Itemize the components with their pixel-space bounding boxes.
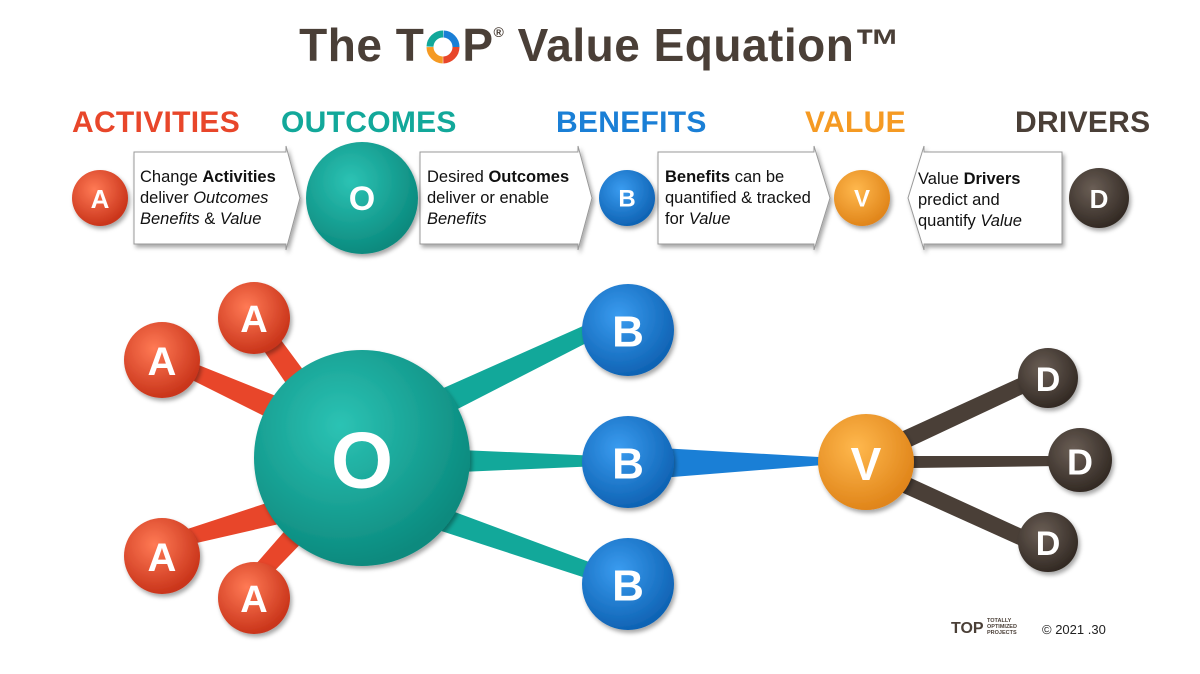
callout-activities-l1b: Activities: [202, 168, 276, 186]
benefit-node-3: B: [582, 538, 674, 630]
callout-activities-l3c: Value: [219, 210, 262, 228]
callout-benefits-l1b: can be: [730, 168, 785, 186]
top-benefit-circle: B: [599, 170, 655, 226]
callout-benefits: Benefits can be quantified & tracked for…: [665, 167, 811, 230]
benefit-node-1-letter: B: [612, 308, 644, 357]
activity-node-1-letter: A: [240, 299, 267, 341]
footer-sub2: OPTIMIZED: [987, 624, 1017, 630]
top-activity-letter: A: [91, 184, 110, 214]
driver-node-3-letter: D: [1036, 525, 1061, 563]
value-node-letter: V: [851, 438, 882, 490]
title-suffix: Value Equation™: [504, 19, 901, 71]
callout-drivers-l3a: quantify: [918, 212, 981, 230]
benefit-node-1: B: [582, 284, 674, 376]
category-outcomes: OUTCOMES: [281, 106, 457, 139]
arrow-drivers-callout: [907, 145, 1063, 251]
benefit-node-3-letter: B: [612, 562, 644, 611]
callout-activities: Change Activities deliver Outcomes Benef…: [140, 167, 276, 230]
footer-sub3: PROJECTS: [987, 630, 1017, 636]
arrow-outcomes-callout: [419, 145, 593, 251]
activity-node-1: A: [218, 282, 290, 354]
connector-v-d1: [892, 372, 1040, 450]
callout-activities-l3b: &: [199, 210, 220, 228]
driver-node-1-letter: D: [1036, 361, 1061, 399]
connector-v-d2: [912, 456, 1060, 468]
callout-drivers-l2: predict and: [918, 191, 1000, 209]
activity-node-4: A: [218, 562, 290, 634]
top-outcome-letter: O: [349, 180, 375, 218]
connector-b-v: [660, 448, 836, 478]
callout-benefits-l3a: for: [665, 210, 689, 228]
footer-logo: TOP: [951, 620, 984, 637]
callout-activities-l2b: Outcomes: [193, 189, 269, 207]
callout-activities-l3a: Benefits: [140, 210, 200, 228]
activity-node-3: A: [124, 518, 200, 594]
footer-sub1: TOTALLY: [987, 618, 1012, 624]
callout-activities-l2a: deliver: [140, 189, 194, 207]
callout-outcomes: Desired Outcomes deliver or enable Benef…: [427, 167, 569, 230]
top-driver-circle: D: [1069, 168, 1129, 228]
callout-benefits-l3b: Value: [688, 210, 731, 228]
category-value: VALUE: [805, 106, 906, 139]
category-benefits: BENEFITS: [556, 106, 707, 139]
callout-drivers-l1b: Drivers: [963, 170, 1021, 188]
footer-logo-subtext: TOTALLY OPTIMIZED PROJECTS: [987, 618, 1017, 636]
benefit-node-2-letter: B: [612, 440, 644, 489]
top-outcome-circle: O: [306, 142, 418, 254]
callout-activities-l1a: Change: [140, 168, 203, 186]
callout-benefits-l2: quantified & tracked: [665, 189, 811, 207]
top-benefit-letter: B: [618, 186, 635, 213]
category-drivers: DRIVERS: [1015, 106, 1151, 139]
callout-outcomes-l2: deliver or enable: [427, 189, 549, 207]
callout-drivers: Value Drivers predict and quantify Value: [918, 169, 1022, 232]
top-logo-icon: [426, 30, 460, 64]
title-prefix: The T: [299, 19, 425, 71]
benefit-node-2: B: [582, 416, 674, 508]
connector-v-d3: [892, 474, 1042, 552]
driver-node-2-letter: D: [1067, 442, 1093, 483]
driver-node-2: D: [1048, 428, 1112, 492]
outcome-node-letter: O: [331, 416, 393, 505]
top-value-circle: V: [834, 170, 890, 226]
connector-o-b2: [460, 450, 600, 472]
callout-benefits-l1a: Benefits: [665, 168, 731, 186]
value-node: V: [818, 414, 914, 510]
category-activities: ACTIVITIES: [72, 106, 241, 139]
activity-node-2-letter: A: [148, 340, 177, 384]
arrow-activities-callout: [133, 145, 301, 251]
callout-outcomes-l1a: Desired: [427, 168, 489, 186]
arrow-benefits-callout: [657, 145, 831, 251]
page-title: The T P® Value Equation™: [0, 18, 1200, 72]
activity-node-4-letter: A: [240, 579, 267, 621]
connector-o-b3: [432, 508, 600, 580]
driver-node-3: D: [1018, 512, 1078, 572]
callout-drivers-l3b: Value: [980, 212, 1022, 230]
top-activity-circle: A: [72, 170, 128, 226]
driver-node-1: D: [1018, 348, 1078, 408]
registered-mark: ®: [493, 24, 505, 40]
copyright: © 2021 .30: [1042, 622, 1106, 637]
connector-o-b1: [430, 322, 600, 416]
activity-node-3-letter: A: [148, 536, 177, 580]
top-driver-letter: D: [1090, 184, 1109, 214]
callout-outcomes-l3: Benefits: [427, 210, 487, 228]
activity-node-2: A: [124, 322, 200, 398]
callout-outcomes-l1b: Outcomes: [488, 168, 570, 186]
title-after-logo: P: [462, 19, 494, 71]
callout-drivers-l1a: Value: [918, 170, 964, 188]
top-value-letter: V: [854, 186, 870, 213]
outcome-node: O: [254, 350, 470, 566]
